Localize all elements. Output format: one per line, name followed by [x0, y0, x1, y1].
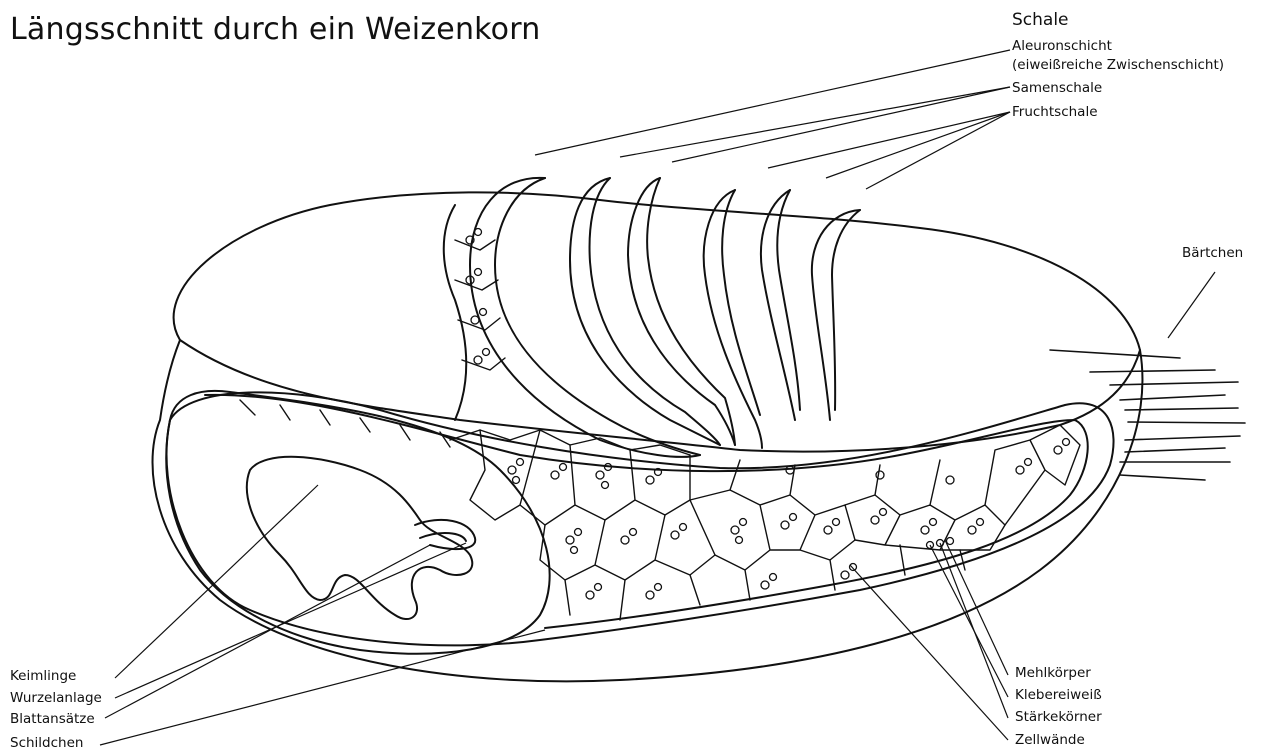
label-zellwaende: Zellwände [1015, 732, 1085, 749]
leader-blattansaetze [105, 545, 430, 718]
leader-samenschale-1 [620, 87, 1010, 157]
hairs [1050, 350, 1245, 480]
leader-fruchtschale-1 [768, 112, 1010, 168]
label-klebereiweiss: Klebereiweiß [1015, 687, 1102, 704]
shell-flap-4b [722, 190, 760, 415]
label-fruchtschale: Fruchtschale [1012, 104, 1098, 121]
shell-flap-3 [628, 178, 735, 445]
label-schale: Schale [1012, 10, 1069, 30]
shell-flap-3b [647, 178, 735, 445]
shell-flap-4 [704, 190, 762, 448]
label-blattansaetze: Blattansätze [10, 711, 95, 728]
root-anlage [247, 457, 472, 619]
label-samenschale: Samenschale [1012, 80, 1102, 97]
shell-flap-6b [832, 210, 860, 410]
label-aleuronschicht-note: (eiweißreiche Zwischenschicht) [1012, 57, 1224, 74]
endosperm-cut-edge [444, 205, 467, 420]
endosperm-cell-walls [240, 240, 1080, 620]
leader-mehlkoerper [945, 540, 1008, 675]
label-keimlinge: Keimlinge [10, 668, 76, 685]
leader-zellwaende [850, 565, 1008, 740]
label-staerkekoerner: Stärkekörner [1015, 709, 1102, 726]
leader-schildchen [100, 630, 545, 745]
label-aleuronschicht: Aleuronschicht [1012, 38, 1112, 55]
label-wurzelanlage: Wurzelanlage [10, 690, 102, 707]
embryo-outline [166, 391, 549, 654]
leader-baertchen [1168, 272, 1215, 338]
shell-flap-5b [777, 190, 800, 410]
inner-cavity-outer [167, 392, 1114, 645]
label-mehlkoerper: Mehlkörper [1015, 665, 1091, 682]
leader-fruchtschale-3 [866, 112, 1010, 189]
leader-staerkekoerner [940, 543, 1008, 718]
leader-keimlinge [115, 485, 318, 678]
label-schildchen: Schildchen [10, 735, 83, 752]
page-title: Längsschnitt durch ein Weizenkorn [10, 12, 540, 47]
leader-klebereiweiss [930, 545, 1008, 697]
label-baertchen: Bärtchen [1182, 245, 1243, 262]
shell-flap-1b [495, 178, 700, 455]
shell-flap-2b [590, 178, 720, 445]
